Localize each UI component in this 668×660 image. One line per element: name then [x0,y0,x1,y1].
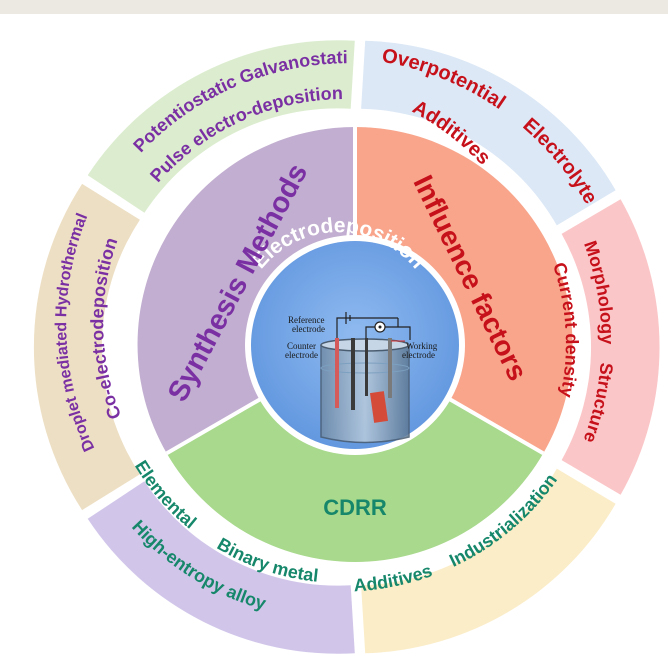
outer-sector-morphology [561,199,660,495]
influence-sector [355,127,573,454]
cdrr-label: CDRR [323,495,387,520]
outer-sector-elemental [87,481,355,654]
synthesis-sector [137,127,355,454]
top-strip [0,0,668,14]
electrochemical-cell [320,312,411,444]
outer-sector-overpotential [361,40,616,226]
outer-sector-industrialization [361,468,616,654]
counter-label: Counter electrode [285,341,318,360]
working-label: Working electrode [402,341,440,360]
reference-label: Reference electrode [288,315,327,334]
outer-sector-potentiostatic [87,40,355,213]
outer-sector-hydrothermal [33,183,140,511]
cdrr-sector [166,397,544,562]
